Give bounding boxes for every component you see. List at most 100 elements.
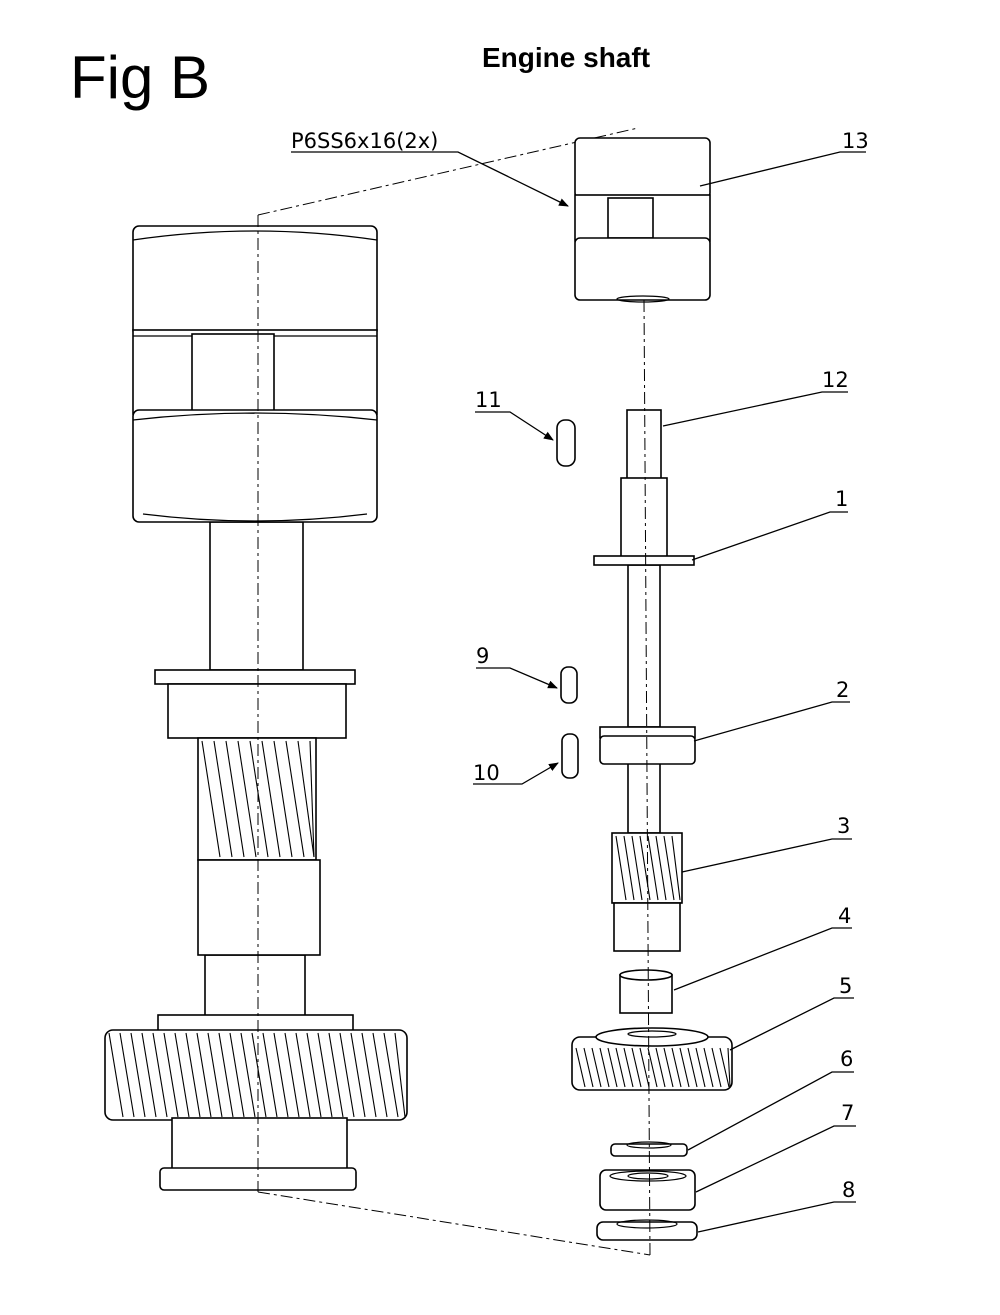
- gear-tooth-line: [575, 1047, 586, 1088]
- diagram-title: Engine shaft: [482, 42, 651, 73]
- gear-tooth-line: [623, 1047, 634, 1088]
- gear-tooth-line: [671, 835, 681, 901]
- callout-2: 2: [836, 678, 849, 702]
- gear-tooth-line: [240, 1032, 256, 1118]
- figure-label: Fig B: [70, 44, 211, 111]
- detail-spacer: [197, 859, 321, 956]
- gear-tooth-line: [599, 1047, 610, 1088]
- gear-tooth-line: [185, 1032, 201, 1118]
- gear-tooth-line: [361, 1032, 377, 1118]
- gear-tooth-line: [201, 740, 221, 858]
- gear-tooth-line: [703, 1047, 714, 1088]
- gear-tooth-line: [583, 1047, 594, 1088]
- gear-tooth-line: [394, 1032, 406, 1118]
- gear-tooth-line: [631, 1047, 642, 1088]
- gear-tooth-line: [262, 1032, 278, 1118]
- part-11-key: [556, 419, 576, 467]
- leader-2: [693, 701, 850, 742]
- gear-tooth-line: [317, 1032, 333, 1118]
- gear-tooth-line: [225, 740, 245, 858]
- gear-tooth-line: [339, 1032, 355, 1118]
- gear-tooth-line: [719, 1047, 730, 1088]
- detail-shaft-upper: [209, 521, 304, 671]
- part-3-spacer: [613, 902, 681, 952]
- gear-tooth-line: [655, 835, 667, 901]
- part-7-bearing: [599, 1169, 696, 1211]
- gear-tooth-line: [679, 1047, 690, 1088]
- gear-tooth-line: [119, 1032, 135, 1118]
- part-1-flange: [593, 555, 695, 566]
- leader-9: [476, 667, 558, 689]
- gear-tooth-line: [196, 1032, 212, 1118]
- gear-tooth-line: [615, 1047, 626, 1088]
- gear-tooth-line: [295, 1032, 311, 1118]
- leader-8: [697, 1201, 856, 1233]
- leader-11: [475, 411, 554, 441]
- gear-tooth-line: [152, 1032, 168, 1118]
- exploded-center-axis: [643, 299, 651, 1256]
- gear-tooth-line: [174, 1032, 190, 1118]
- leader-13: [699, 151, 866, 187]
- gear-tooth-line: [328, 1032, 344, 1118]
- gear-tooth-line: [639, 835, 651, 901]
- detail-helical-pinion: [197, 737, 317, 861]
- gear-tooth-line: [213, 740, 233, 858]
- exploded-view-assembly: [556, 137, 733, 1256]
- gear-tooth-line: [229, 1032, 245, 1118]
- leader-10: [473, 762, 559, 785]
- part-10-key: [561, 733, 579, 779]
- callout-13: 13: [842, 129, 869, 153]
- detail-view-assembly: [104, 215, 408, 1192]
- gear-tooth-line: [372, 1032, 388, 1118]
- leader-5: [729, 997, 854, 1051]
- gear-tooth-line: [350, 1032, 366, 1118]
- part-2-bearing: [599, 726, 696, 765]
- part-5-large-gear: [571, 1027, 733, 1091]
- gear-tooth-line: [607, 1047, 618, 1088]
- gear-tooth-line: [687, 1047, 698, 1088]
- leader-4: [673, 927, 852, 991]
- gear-tooth-line: [141, 1032, 157, 1118]
- gear-tooth-line: [647, 835, 659, 901]
- part-8-washer: [596, 1219, 698, 1241]
- callout-5: 5: [839, 974, 852, 998]
- gear-tooth-line: [623, 835, 635, 901]
- gear-tooth-line: [297, 740, 315, 858]
- gear-tooth-line: [130, 1032, 146, 1118]
- part-9-key: [560, 666, 578, 704]
- callout-9: 9: [476, 644, 489, 668]
- leader-3: [681, 838, 852, 873]
- gear-tooth-line: [727, 1047, 731, 1088]
- gear-tooth-line: [237, 740, 257, 858]
- detail-bearing: [159, 1117, 357, 1191]
- gear-tooth-line: [591, 1047, 602, 1088]
- detail-flange: [154, 669, 356, 739]
- callout-10: 10: [473, 761, 500, 785]
- part-12-shaft: [620, 409, 668, 834]
- gear-tooth-line: [711, 1047, 722, 1088]
- gear-tooth-line: [218, 1032, 234, 1118]
- callout-1: 1: [835, 487, 848, 511]
- detail-coupling: [132, 225, 378, 523]
- callout-key-spec: P6SS6x16(2x): [291, 129, 438, 153]
- gear-tooth-line: [647, 1047, 658, 1088]
- callouts: P6SS6x16(2x) 13 12 11 1 9 2 10 3 4 5 6: [291, 129, 869, 1233]
- callout-12: 12: [822, 368, 849, 392]
- callout-11: 11: [475, 388, 502, 412]
- leader-6: [687, 1071, 854, 1151]
- callout-4: 4: [838, 904, 851, 928]
- gear-tooth-line: [695, 1047, 706, 1088]
- part-13-coupling: [574, 137, 711, 303]
- leader-1: [691, 511, 848, 561]
- leader-7: [695, 1125, 856, 1193]
- gear-tooth-line: [631, 835, 643, 901]
- callout-7: 7: [841, 1101, 854, 1125]
- gear-tooth-line: [383, 1032, 399, 1118]
- gear-tooth-line: [655, 1047, 666, 1088]
- gear-tooth-line: [306, 1032, 322, 1118]
- callout-6: 6: [840, 1047, 853, 1071]
- gear-tooth-line: [108, 1032, 124, 1118]
- gear-tooth-line: [261, 740, 281, 858]
